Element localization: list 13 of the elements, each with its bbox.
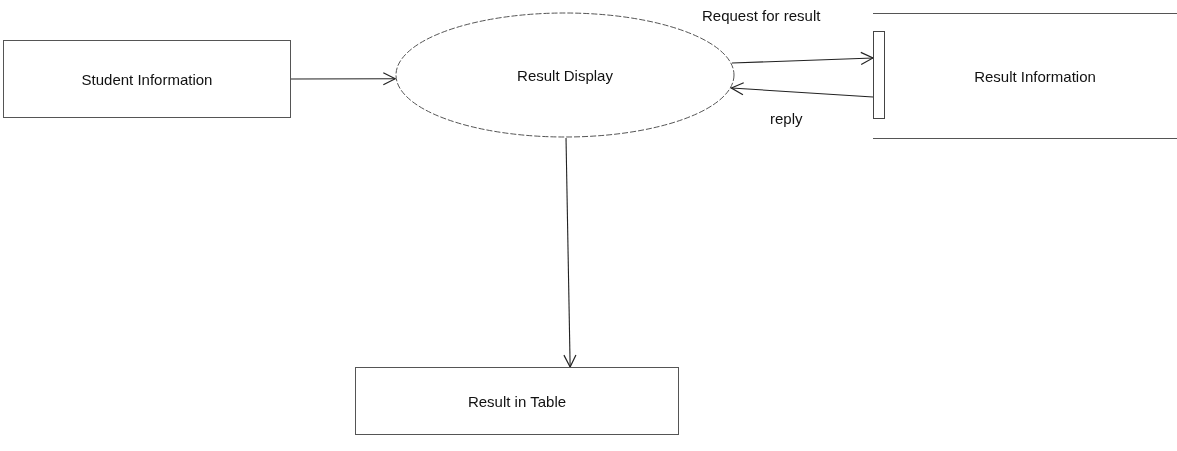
- arrow: [731, 51, 874, 65]
- edge-label: reply: [768, 110, 805, 127]
- node-label: Result Information: [974, 67, 1096, 85]
- node-label: Result in Table: [467, 392, 567, 410]
- arrow: [290, 72, 396, 86]
- data-store: [873, 13, 1177, 139]
- entity-box: [355, 367, 679, 435]
- node-label: Student Information: [81, 70, 213, 88]
- node-label: Result Display: [517, 66, 613, 84]
- arrow: [563, 137, 577, 368]
- arrow: [730, 82, 874, 98]
- edge-label: Request for result: [700, 7, 823, 24]
- entity-box: [3, 40, 291, 118]
